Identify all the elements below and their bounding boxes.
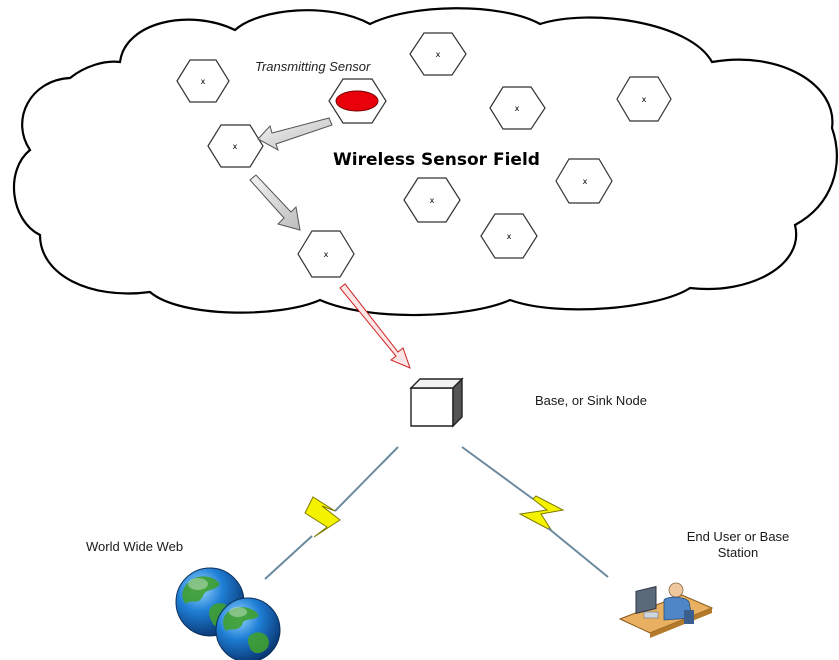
end-user-computer-icon bbox=[618, 582, 714, 638]
sensor-node-icon: x bbox=[480, 213, 538, 259]
svg-text:x: x bbox=[324, 250, 329, 259]
end-user-label-line1: End User or Base bbox=[686, 529, 790, 544]
link-line bbox=[547, 527, 609, 578]
svg-text:x: x bbox=[436, 50, 441, 59]
hop-arrow bbox=[257, 117, 333, 152]
sensor-node-icon: x bbox=[297, 230, 355, 278]
sensor-node-icon: x bbox=[616, 76, 672, 122]
sensor-node-icon: x bbox=[207, 124, 264, 168]
uplink-arrow bbox=[339, 283, 411, 369]
sensor-field-title: Wireless Sensor Field bbox=[333, 150, 540, 170]
svg-text:x: x bbox=[507, 232, 512, 241]
sensor-node-icon: x bbox=[555, 158, 613, 204]
base-node-label: Base, or Sink Node bbox=[535, 393, 648, 408]
sensor-node-icon: x bbox=[409, 32, 467, 76]
globe-icon bbox=[215, 597, 281, 660]
svg-text:x: x bbox=[515, 104, 520, 113]
base-node-cube-icon bbox=[409, 377, 464, 428]
transmitting-sensor-label: Transmitting Sensor bbox=[255, 59, 371, 74]
hop-arrow bbox=[249, 174, 301, 231]
svg-text:x: x bbox=[430, 196, 435, 205]
lightning-bolt-icon bbox=[304, 496, 341, 538]
end-user-label-line2: Station bbox=[717, 545, 759, 560]
link-line bbox=[461, 446, 534, 500]
link-line bbox=[264, 535, 313, 580]
link-line bbox=[334, 446, 399, 512]
svg-text:x: x bbox=[201, 77, 206, 86]
lightning-bolt-icon bbox=[518, 495, 565, 533]
svg-text:x: x bbox=[583, 177, 588, 186]
sensor-node-icon: x bbox=[176, 59, 230, 103]
sensor-node-icon: x bbox=[403, 177, 461, 223]
svg-text:x: x bbox=[642, 95, 647, 104]
end-user-label: End User or Base Station bbox=[668, 529, 808, 561]
world-wide-web-label: World Wide Web bbox=[86, 539, 184, 554]
svg-text:x: x bbox=[233, 142, 238, 151]
transmitting-sensor-icon bbox=[328, 78, 387, 124]
sensor-node-icon: x bbox=[489, 86, 546, 130]
